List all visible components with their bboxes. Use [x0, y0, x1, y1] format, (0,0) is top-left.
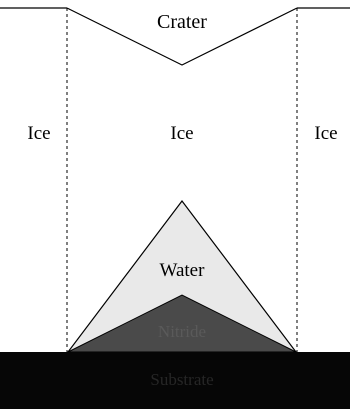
ice-label-right: Ice — [314, 123, 337, 144]
water-label: Water — [160, 260, 206, 281]
crater-label: Crater — [157, 11, 207, 33]
substrate-label: Substrate — [150, 370, 213, 389]
nitride-label: Nitride — [158, 322, 206, 341]
ice-label-left: Ice — [27, 123, 50, 144]
ice-label-center: Ice — [170, 123, 193, 144]
